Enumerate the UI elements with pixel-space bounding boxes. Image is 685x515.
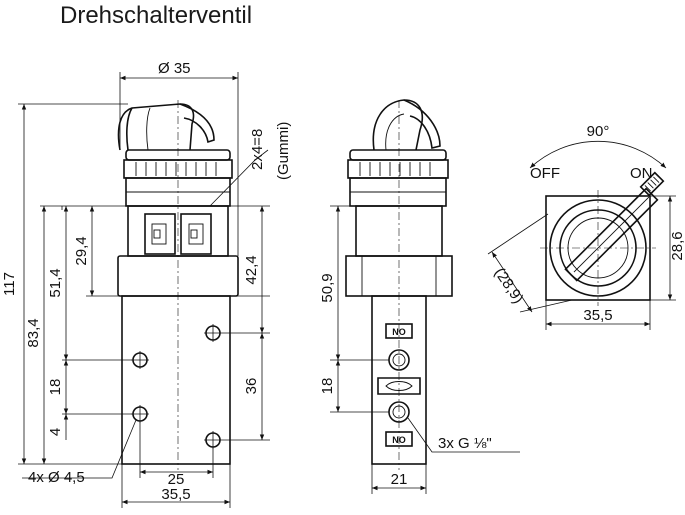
label-on: ON xyxy=(630,165,653,182)
dim-21: 21 xyxy=(391,471,408,488)
rubber-note-2: (Gummi) xyxy=(275,122,292,180)
dim-18-front: 18 xyxy=(47,379,64,396)
dim-35-5-front: 35,5 xyxy=(161,486,190,503)
dim-28-6: 28,6 xyxy=(669,231,685,260)
dim-83-4: 83,4 xyxy=(25,318,42,347)
side-view: NO NO 50,9 18 21 3x G ⅛" xyxy=(319,99,520,494)
dim-dia35: Ø 35 xyxy=(158,60,191,77)
diagram-title: Drehschalterventil xyxy=(60,2,253,29)
rubber-note-1: 2x4=8 xyxy=(249,129,266,170)
dim-117: 117 xyxy=(1,272,18,296)
dim-4: 4 xyxy=(47,428,64,436)
dim-35-5-top: 35,5 xyxy=(583,307,612,324)
label-off: OFF xyxy=(530,165,560,182)
angle-90: 90° xyxy=(587,123,610,140)
dim-18-side: 18 xyxy=(319,378,336,395)
dim-29-4: 29,4 xyxy=(73,236,90,265)
front-view: Ø 35 117 83,4 51,4 29,4 18 4 42,4 36 25 … xyxy=(1,60,292,508)
dim-25: 25 xyxy=(168,471,185,488)
top-view: 90° OFF ON (28,9) 28,6 35,5 xyxy=(487,123,685,330)
holes-note: 4x Ø 4,5 xyxy=(28,469,85,486)
dim-42-4: 42,4 xyxy=(243,255,260,284)
dim-36: 36 xyxy=(243,378,260,395)
dim-50-9: 50,9 xyxy=(319,273,336,302)
port-note: 3x G ⅛" xyxy=(438,435,492,452)
dim-51-4: 51,4 xyxy=(47,268,64,297)
dim-28-9: (28,9) xyxy=(491,265,527,307)
